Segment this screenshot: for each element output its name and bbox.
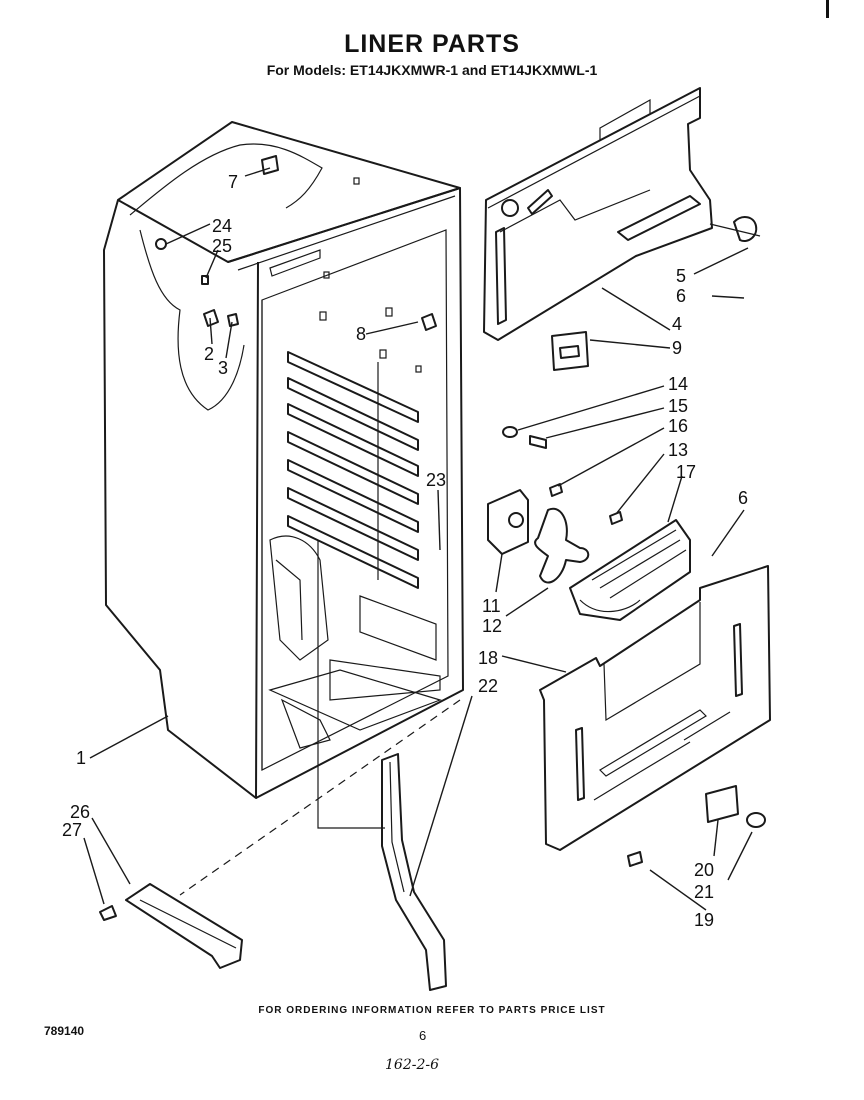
callout-23: 26: [70, 802, 90, 822]
callout-6a: 6: [676, 286, 686, 306]
callout-12: 12: [482, 616, 502, 636]
callout-19: 19: [694, 910, 714, 930]
part-9-light-shield: [551, 331, 589, 371]
page-number: 6: [419, 1028, 427, 1043]
callout-13: 13: [668, 440, 688, 460]
leader-lines: [83, 167, 753, 911]
callout-26: 24: [212, 216, 232, 236]
callout-6b: 6: [738, 488, 748, 508]
handwritten-note: 162-2-6: [385, 1057, 439, 1073]
callout-21: 21: [694, 882, 714, 902]
callout-7: 7: [228, 172, 238, 192]
callout-5: 5: [676, 266, 686, 286]
callout-25: 23: [426, 470, 446, 490]
document-number: 789140: [44, 1024, 85, 1038]
callout-27: 25: [212, 236, 232, 256]
ordering-note: FOR ORDERING INFORMATION REFER TO PARTS …: [258, 1005, 606, 1016]
cabinet-liner: [103, 121, 464, 896]
callout-2: 2: [204, 344, 214, 364]
callout-9: 9: [672, 338, 682, 358]
air-duct: [569, 519, 691, 621]
screw-19: [627, 851, 643, 867]
page-title: LINER PARTS: [344, 30, 520, 58]
callout-8: 8: [356, 324, 366, 344]
callout-24: 27: [62, 820, 82, 840]
drain-trough: [381, 753, 447, 991]
fan-motor-assembly: [487, 489, 590, 584]
callout-16: 16: [668, 416, 688, 436]
small-hardware-left: [155, 155, 437, 331]
callout-15: 15: [668, 396, 688, 416]
rear-panel: [539, 565, 771, 851]
callout-22: 22: [478, 676, 498, 696]
callout-1: 1: [76, 748, 86, 768]
callout-17: 17: [676, 462, 696, 482]
callout-20: 20: [694, 860, 714, 880]
models-subtitle: For Models: ET14JKXMWR-1 and ET14JKXMWL-…: [266, 62, 598, 78]
callout-14: 14: [668, 374, 688, 394]
fan-hardware: [502, 426, 623, 525]
switch-hardware: [705, 785, 766, 828]
callout-labels: 7 24 25 2 3 8 5 6 4 9 14 15 16 13 17 6 2…: [62, 172, 748, 930]
callout-4: 4: [672, 314, 682, 334]
evaporator-cover-panel: [483, 87, 761, 341]
bottom-bracket: [99, 883, 243, 969]
callout-11: 11: [482, 596, 501, 616]
corner-mark: [826, 0, 829, 18]
callout-18: 18: [478, 648, 498, 668]
callout-3: 3: [218, 358, 228, 378]
